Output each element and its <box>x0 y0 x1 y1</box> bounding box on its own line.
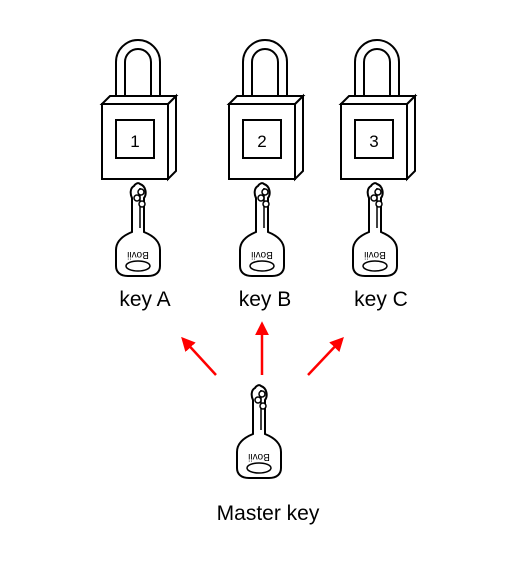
padlock-2-number: 2 <box>257 132 266 151</box>
key-c-brand: Bovii <box>364 249 386 260</box>
padlock-2: 2 <box>228 39 304 180</box>
key-c-icon: Bovii <box>352 182 398 277</box>
key-a-brand: Bovii <box>127 249 149 260</box>
master-key-icon: Bovii <box>236 384 282 479</box>
arrow-to-key-a <box>181 336 217 376</box>
padlock-1-number: 1 <box>130 132 139 151</box>
key-b-brand: Bovii <box>251 249 273 260</box>
key-a-icon: Bovii <box>115 182 161 277</box>
key-b-label: key B <box>239 288 292 311</box>
key-b-icon: Bovii <box>239 182 285 277</box>
key-a-label: key A <box>119 288 170 311</box>
arrow-to-key-c <box>307 336 344 376</box>
padlock-3-number: 3 <box>369 132 378 151</box>
padlock-1: 1 <box>101 39 177 180</box>
master-key-label: Master key <box>217 502 320 525</box>
master-key-brand: Bovii <box>248 451 270 462</box>
key-c-label: key C <box>354 288 408 311</box>
padlock-3: 3 <box>340 39 416 180</box>
